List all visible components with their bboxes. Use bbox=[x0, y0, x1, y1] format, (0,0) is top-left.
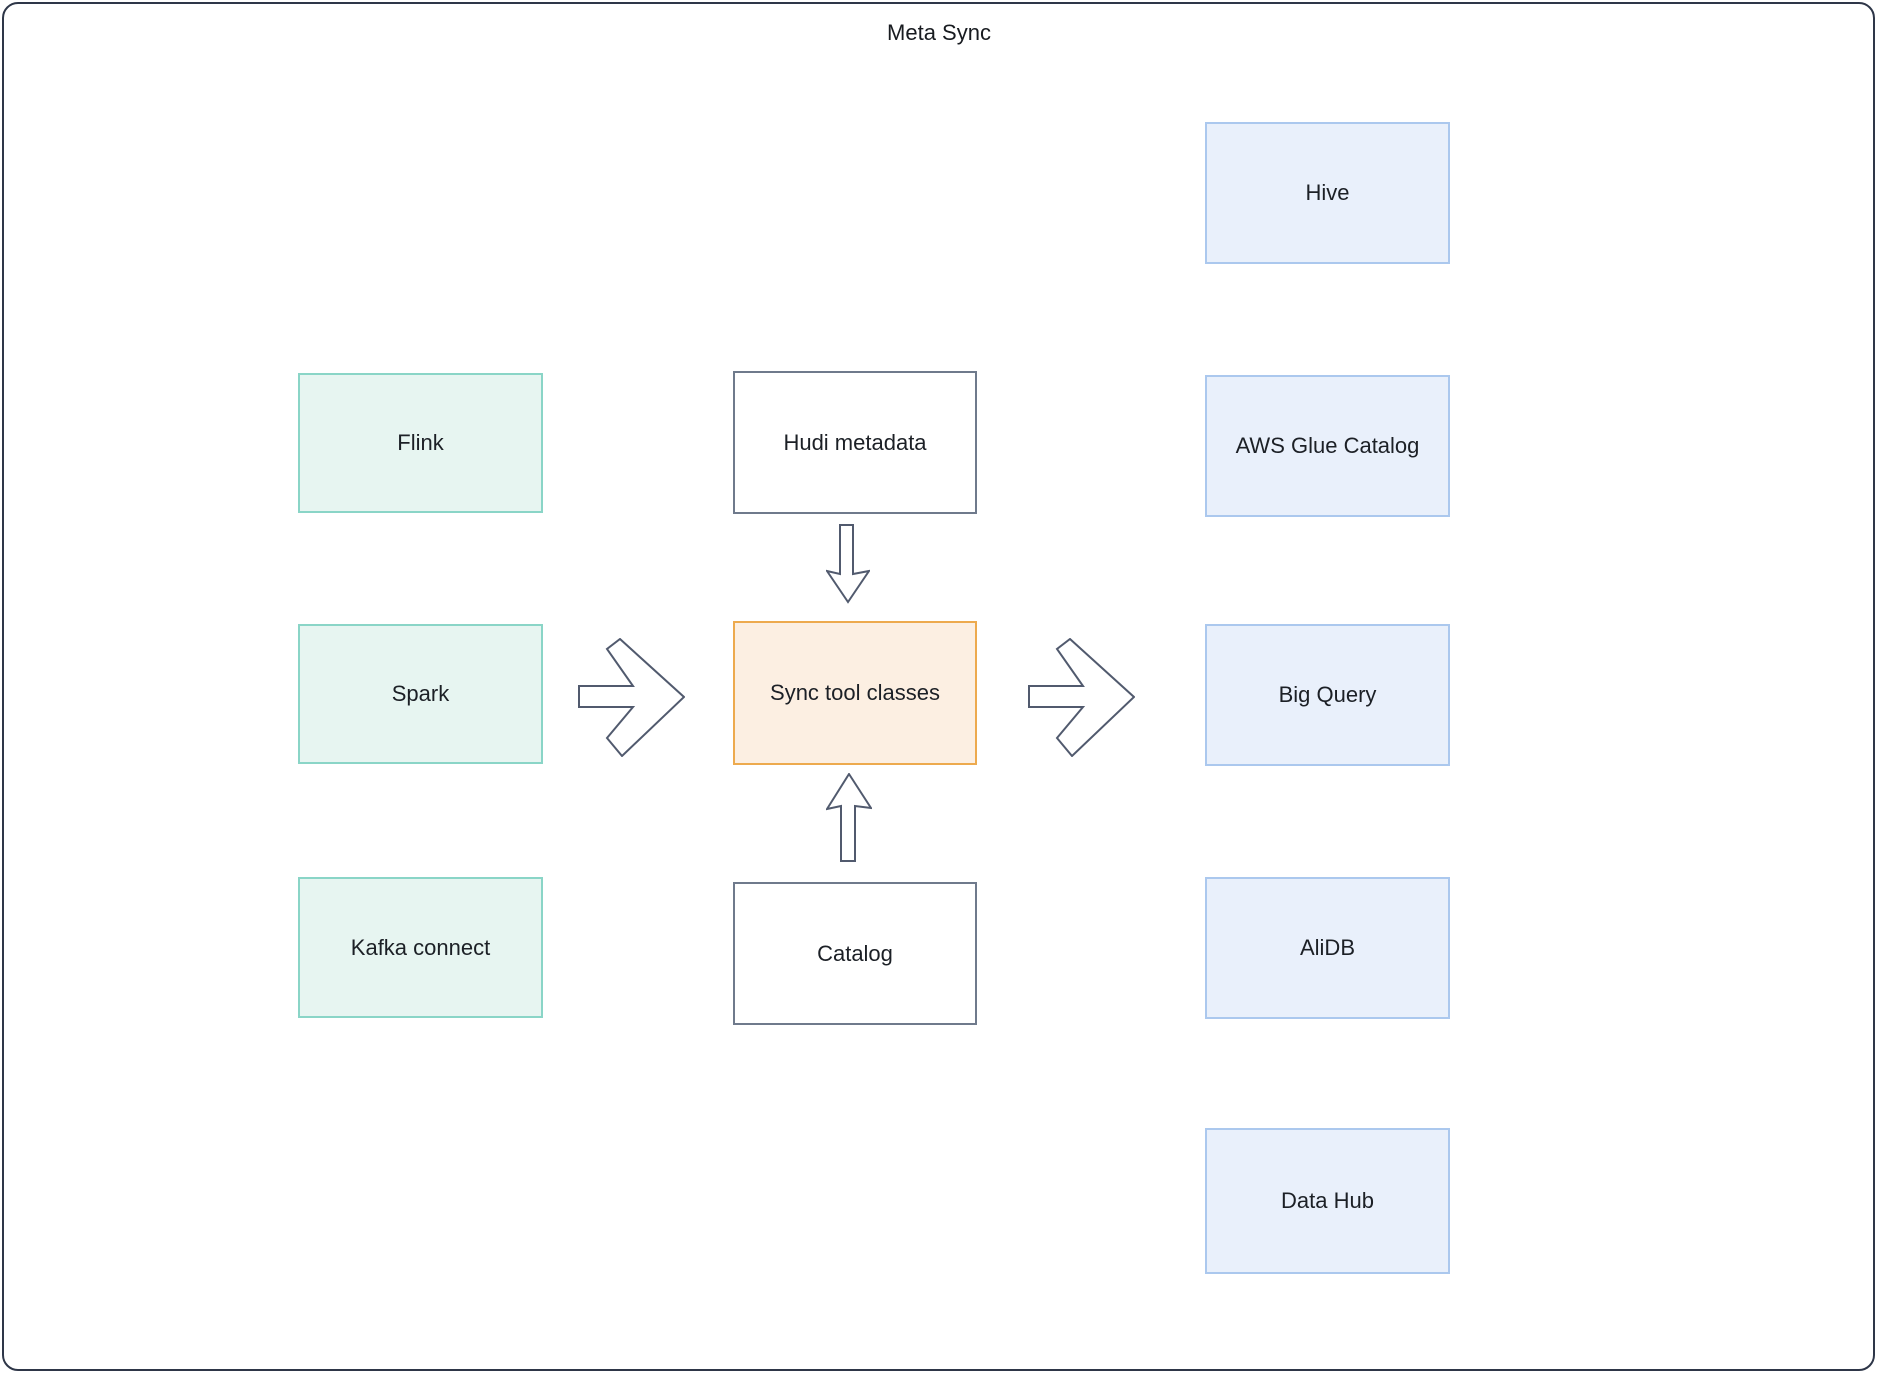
node-big-query: Big Query bbox=[1205, 624, 1450, 766]
arrow-sources-to-sync-icon bbox=[578, 638, 685, 757]
diagram-title: Meta Sync bbox=[887, 20, 991, 45]
node-flink: Flink bbox=[298, 373, 543, 513]
node-sync-tool-classes: Sync tool classes bbox=[733, 621, 977, 765]
node-spark: Spark bbox=[298, 624, 543, 764]
node-hive: Hive bbox=[1205, 122, 1450, 264]
node-data-hub: Data Hub bbox=[1205, 1128, 1450, 1274]
arrow-sync-to-targets-icon bbox=[1028, 638, 1135, 757]
node-kafka-connect: Kafka connect bbox=[298, 877, 543, 1018]
node-alidb: AliDB bbox=[1205, 877, 1450, 1019]
node-hudi-metadata: Hudi metadata bbox=[733, 371, 977, 514]
node-aws-glue-catalog: AWS Glue Catalog bbox=[1205, 375, 1450, 517]
node-catalog: Catalog bbox=[733, 882, 977, 1025]
arrow-catalog-to-sync-icon bbox=[826, 773, 872, 862]
arrow-hudi-to-sync-icon bbox=[826, 524, 870, 604]
